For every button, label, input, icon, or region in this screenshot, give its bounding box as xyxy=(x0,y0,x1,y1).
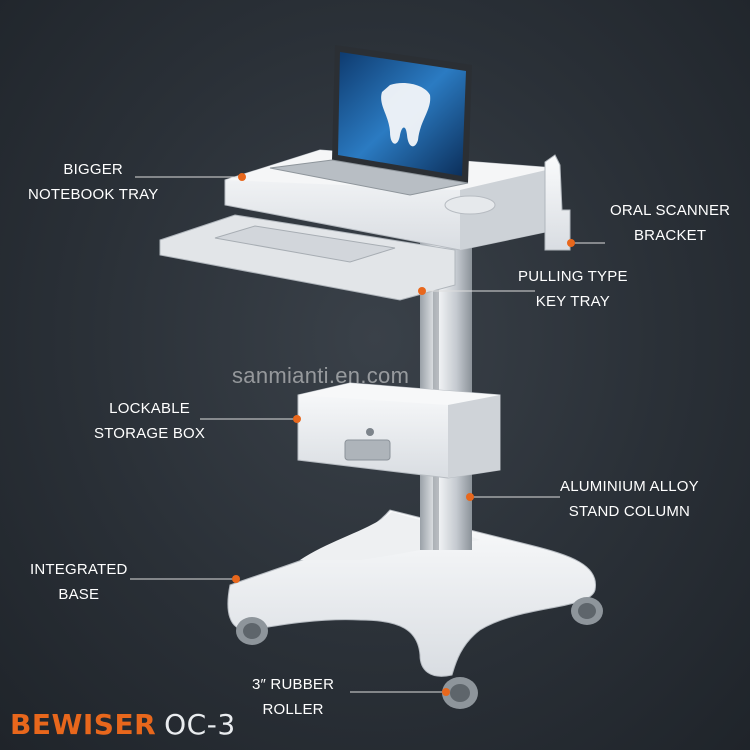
brand-model: OC-3 xyxy=(164,708,236,741)
leader-lines xyxy=(130,173,605,696)
label-storage-box: LOCKABLE STORAGE BOX xyxy=(94,400,206,442)
label-notebook-tray: BIGGER NOTEBOOK TRAY xyxy=(28,161,159,203)
label-rubber-roller: 3″ RUBBER ROLLER xyxy=(252,676,335,718)
oral-scanner-bracket xyxy=(544,154,571,251)
lockable-storage-box xyxy=(297,382,501,479)
rubber-roller xyxy=(236,597,603,709)
label-key-tray: PULLING TYPE KEY TRAY xyxy=(518,268,628,310)
watermark: sanmianti.en.com xyxy=(232,363,410,388)
label-integrated-base: INTEGRATED BASE xyxy=(30,561,128,603)
key-tray xyxy=(159,214,456,301)
brand-name: BEWISER xyxy=(10,708,157,741)
laptop xyxy=(269,45,472,196)
label-stand-column: ALUMINIUM ALLOY STAND COLUMN xyxy=(560,478,699,520)
label-oral-scanner-bracket: ORAL SCANNER BRACKET xyxy=(610,202,731,244)
integrated-base xyxy=(227,509,596,677)
